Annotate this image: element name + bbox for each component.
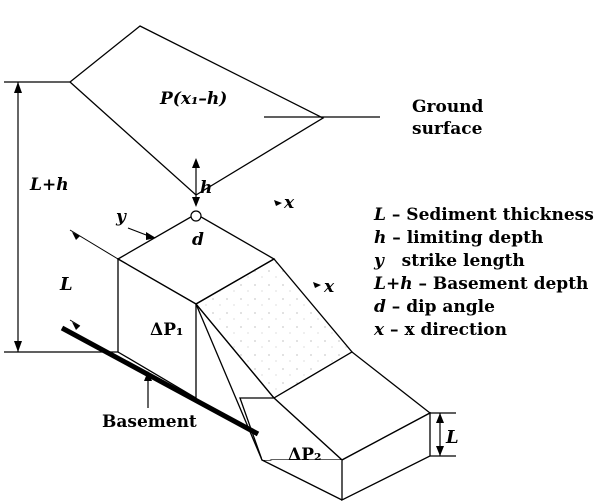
- basement-pointer-arrow: [144, 371, 152, 381]
- l-left-label: L: [59, 274, 73, 295]
- l-left-top-arrow: [72, 232, 80, 240]
- x-upper-label: x: [283, 193, 295, 213]
- dip-angle-marker: [190, 210, 202, 222]
- l-right-arrow-up: [436, 413, 444, 423]
- l-right-arrow-down: [436, 446, 444, 456]
- lh-arrow-down: [14, 341, 22, 352]
- d-label: d: [192, 230, 204, 250]
- lh-arrow-up: [14, 82, 22, 93]
- ground-formula-label: P(x₁–h): [159, 89, 227, 109]
- lh-label: L+h: [29, 175, 69, 195]
- h-arrow-up: [192, 158, 200, 168]
- legend-item-dip-angle: d – dip angle: [374, 297, 495, 317]
- l-right-label: L: [445, 427, 459, 448]
- h-arrow-down: [192, 197, 200, 207]
- x-lower-arrow-icon: [313, 282, 321, 288]
- block1-slope-edge: [195, 303, 275, 399]
- basement-label: Basement: [102, 412, 197, 432]
- block2-front-lower-face: [262, 455, 342, 500]
- delta-p1-label: ΔP₁: [150, 320, 183, 340]
- x-upper-arrow-icon: [274, 200, 282, 206]
- h-label: h: [200, 178, 212, 198]
- ground-surface-label-line1: Ground: [412, 97, 484, 117]
- l-left-top-tick: [69, 229, 119, 260]
- y-strike-arrowhead: [146, 232, 156, 240]
- block-dip-edge: [195, 303, 263, 461]
- legend-item-sediment-thickness: L – Sediment thickness: [373, 205, 594, 225]
- ground-surface-label-line2: surface: [412, 119, 483, 139]
- block2-lower-edge: [261, 459, 343, 501]
- x-lower-label: x: [323, 277, 335, 297]
- legend-item-basement-depth: L+h – Basement depth: [373, 274, 588, 294]
- y-label: y: [115, 207, 127, 227]
- legend-item-limiting-depth: h – limiting depth: [374, 228, 543, 248]
- l-left-bottom-tick: [69, 319, 81, 327]
- basement-line: [60, 325, 260, 437]
- legend-item-strike-length: y strike length: [373, 251, 525, 271]
- delta-p2-label: ΔP₂: [288, 445, 321, 465]
- legend-item-x-direction: x – x direction: [373, 320, 507, 340]
- legend: L – Sediment thickness h – limiting dept…: [373, 205, 594, 340]
- l-left-bottom-arrow: [72, 322, 80, 330]
